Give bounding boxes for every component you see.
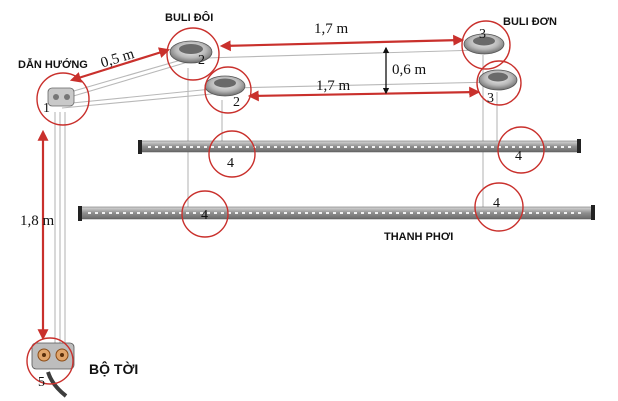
- double-pulley-mid: [204, 75, 246, 97]
- label-buli-doi: BULI ĐÔI: [165, 11, 213, 24]
- drying-bar-upper: [138, 139, 581, 154]
- single-pulley-mid: [478, 69, 518, 91]
- label-dan-huong: DẪN HƯỚNG: [18, 58, 88, 71]
- marker-circles: [26, 20, 545, 385]
- marker-3-top: 3: [479, 27, 486, 42]
- marker-5: 5: [38, 375, 45, 390]
- drying-bar-lower: [78, 205, 595, 221]
- marker-1: 1: [43, 101, 50, 116]
- marker-2-mid: 2: [233, 95, 240, 110]
- dim-arrow-0-5m: [69, 47, 171, 83]
- dim-arrow-1-7m-mid: [247, 86, 481, 102]
- dim-label-0-6m: 0,6 m: [392, 62, 427, 78]
- marker-4-upper-right: 4: [515, 149, 522, 164]
- double-pulley-top: [169, 40, 213, 64]
- marker-2-top: 2: [198, 53, 205, 68]
- dim-arrow-1-7m-top: [219, 34, 465, 52]
- winch-device: [31, 342, 75, 398]
- dim-label-1-7m-mid: 1,7 m: [316, 78, 351, 94]
- label-thanh-phoi: THANH PHƠI: [384, 231, 453, 243]
- label-bo-toi: BỘ TỜI: [89, 360, 138, 377]
- label-buli-don: BULI ĐƠN: [503, 16, 557, 28]
- dim-label-0-5m: 0,5 m: [99, 46, 137, 71]
- dim-label-1-8m: 1,8 m: [20, 213, 55, 229]
- marker-4-lower-right: 4: [493, 196, 500, 211]
- marker-4-upper-left: 4: [227, 156, 234, 171]
- marker-4-lower-left: 4: [201, 208, 208, 223]
- marker-3-mid: 3: [487, 91, 494, 106]
- dim-label-1-7m-top: 1,7 m: [314, 21, 349, 37]
- guide-pulley: [47, 87, 75, 107]
